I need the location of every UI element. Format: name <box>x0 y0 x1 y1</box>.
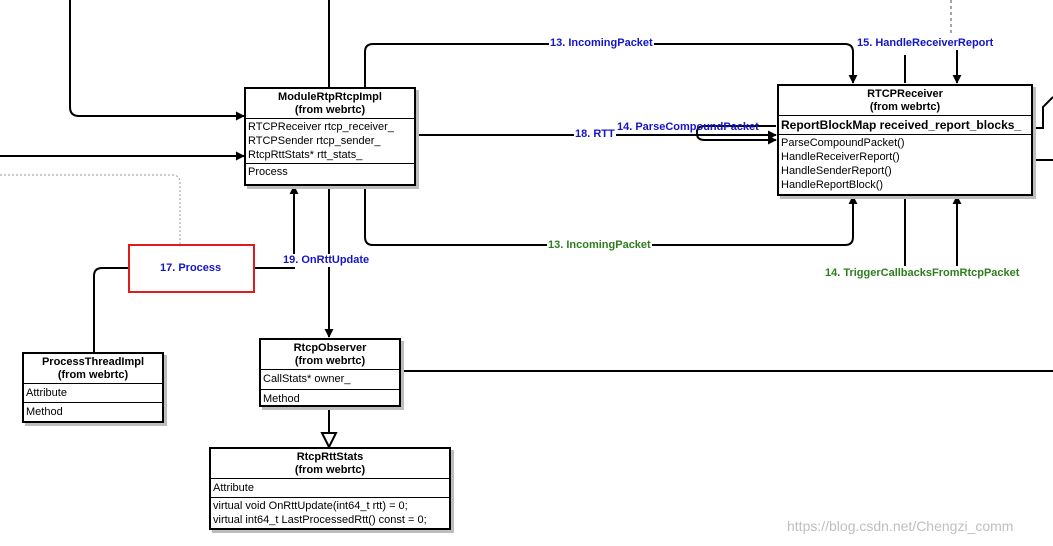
class-methods: Method <box>261 390 399 408</box>
process-highlight-box <box>128 244 255 293</box>
method: HandleReportBlock() <box>781 179 884 191</box>
attribute: ReportBlockMap received_report_blocks_ <box>781 118 1022 132</box>
class-subtitle: (from webrtc) <box>294 355 366 367</box>
attribute: Attribute <box>213 482 254 494</box>
class-title: RtcpObserver <box>293 342 367 354</box>
class-methods: Process <box>246 164 414 180</box>
connector-receiver-right-top <box>1033 96 1053 129</box>
label-incoming-packet-top: 13. IncomingPacket <box>549 37 654 50</box>
attribute: CallStats* owner_ <box>263 373 351 385</box>
method: ParseCompoundPacket() <box>781 137 905 149</box>
label-on-rtt-update: 19. OnRttUpdate <box>282 254 371 267</box>
class-title: RTCPReceiver <box>867 88 943 100</box>
method: HandleSenderReport() <box>781 165 892 177</box>
label-parse-compound-packet: 14. ParseCompoundPacket <box>617 121 759 133</box>
label-trigger-callbacks: 14. TriggerCallbacksFromRtcpPacket <box>824 267 1021 280</box>
attribute: RtcpRttStats* rtt_stats_ <box>248 149 363 161</box>
class-title: ProcessThreadImpl <box>41 356 145 368</box>
method: virtual int64_t LastProcessedRtt() const… <box>213 514 427 526</box>
method: HandleReceiverReport() <box>781 151 900 163</box>
class-subtitle: (from webrtc) <box>294 104 366 116</box>
attribute: RTCPReceiver rtcp_receiver_ <box>248 121 394 133</box>
class-methods: Method <box>24 403 162 421</box>
class-rtcp-rtt-stats: RtcpRttStats (from webrtc) Attribute vir… <box>209 447 451 530</box>
label-process: 17. Process <box>159 262 223 275</box>
connector-dotted-process <box>0 174 181 244</box>
class-attributes: Attribute <box>211 479 449 498</box>
class-rtcp-receiver: RTCPReceiver (from webrtc) ReportBlockMa… <box>777 84 1033 196</box>
attribute: Attribute <box>26 387 67 399</box>
class-title: ModuleRtpRtcpImpl <box>278 91 382 103</box>
class-header: ModuleRtpRtcpImpl (from webrtc) <box>246 89 414 119</box>
class-methods: virtual void OnRttUpdate(int64_t rtt) = … <box>211 498 449 528</box>
class-subtitle: (from webrtc) <box>57 369 129 381</box>
class-methods: ParseCompoundPacket() HandleReceiverRepo… <box>779 135 1031 193</box>
connector-incoming-packet-top <box>364 43 858 87</box>
class-title: RtcpRttStats <box>296 451 364 463</box>
class-attributes: Attribute <box>24 384 162 403</box>
connector-on-rtt-update <box>255 185 299 269</box>
class-module-rtp-rtcp-impl: ModuleRtpRtcpImpl (from webrtc) RTCPRece… <box>244 87 416 186</box>
connector-process <box>93 267 130 352</box>
method: Method <box>26 406 63 418</box>
label-handle-receiver-report: 15. HandleReceiverReport <box>856 37 995 50</box>
class-header: ProcessThreadImpl (from webrtc) <box>24 354 162 384</box>
class-header: RtcpRttStats (from webrtc) <box>211 449 449 479</box>
inheritance-triangle <box>320 432 338 450</box>
class-attributes: ReportBlockMap received_report_blocks_ <box>779 116 1031 135</box>
method: Method <box>263 393 300 405</box>
class-process-thread-impl: ProcessThreadImpl (from webrtc) Attribut… <box>22 352 164 423</box>
class-rtcp-observer: RtcpObserver (from webrtc) CallStats* ow… <box>259 338 401 407</box>
class-attributes: CallStats* owner_ <box>261 370 399 390</box>
class-header: RtcpObserver (from webrtc) <box>261 340 399 370</box>
connector-parse-compound-loop <box>696 125 777 145</box>
label-rtt: 18. RTT <box>574 128 616 141</box>
label-incoming-packet-bottom: 13. IncomingPacket <box>547 239 652 252</box>
connector-top-left <box>69 0 245 121</box>
class-header: RTCPReceiver (from webrtc) <box>779 86 1031 116</box>
class-subtitle: (from webrtc) <box>869 101 941 113</box>
class-subtitle: (from webrtc) <box>294 464 366 476</box>
class-attributes: RTCPReceiver rtcp_receiver_ RTCPSender r… <box>246 119 414 164</box>
method: Process <box>248 166 288 178</box>
method: virtual void OnRttUpdate(int64_t rtt) = … <box>213 500 408 512</box>
watermark: https://blog.csdn.net/Chengzi_comm <box>787 518 1014 534</box>
attribute: RTCPSender rtcp_sender_ <box>248 135 381 147</box>
